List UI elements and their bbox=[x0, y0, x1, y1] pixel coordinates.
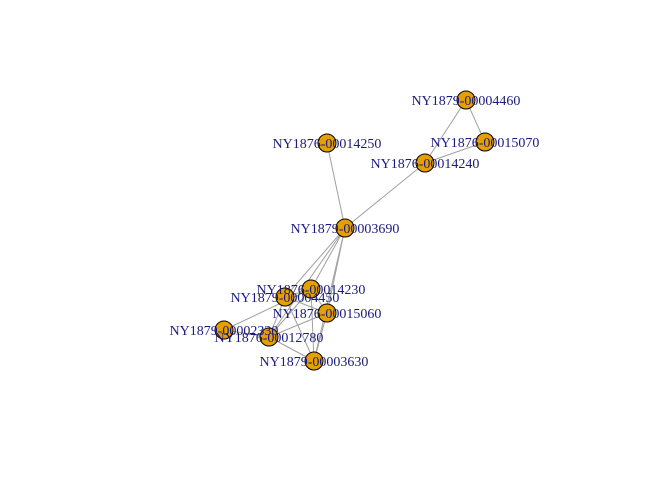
node-label: NY1879-00004460 bbox=[412, 94, 521, 109]
node-label: NY1876-00015070 bbox=[431, 136, 540, 151]
node-label: NY1876-00014230 bbox=[257, 283, 366, 298]
graph-node bbox=[415, 153, 435, 173]
graph-node bbox=[335, 218, 355, 238]
node-label: NY1879-00002330 bbox=[170, 324, 279, 339]
graph-node bbox=[275, 287, 295, 307]
node-label: NY1879-00003690 bbox=[291, 222, 400, 237]
node-label: NY1876-00012780 bbox=[215, 331, 324, 346]
graph-edge bbox=[424, 141, 486, 164]
graph-node bbox=[304, 351, 324, 371]
graph-edge bbox=[310, 288, 315, 362]
graph-edge bbox=[310, 227, 346, 290]
label-layer: NY1879-00004460NY1876-00015070NY1876-000… bbox=[170, 94, 540, 370]
node-label: NY1879-00003630 bbox=[260, 355, 369, 370]
graph-edge bbox=[284, 296, 315, 362]
graph-edge bbox=[268, 288, 312, 338]
node-label: NY1876-00015060 bbox=[273, 307, 382, 322]
graph-edge bbox=[326, 142, 346, 229]
node-label: NY1879-00004450 bbox=[231, 291, 340, 306]
graph-edge bbox=[313, 227, 346, 362]
graph-node bbox=[317, 303, 337, 323]
graph-node bbox=[456, 90, 476, 110]
graph-edge bbox=[424, 99, 467, 164]
graph-node bbox=[214, 320, 234, 340]
graph-edge bbox=[268, 312, 328, 338]
graph-edge bbox=[223, 288, 312, 331]
graph-edge bbox=[284, 227, 346, 298]
node-label: NY1876-00014250 bbox=[273, 137, 382, 152]
graph-node bbox=[317, 133, 337, 153]
graph-node bbox=[475, 132, 495, 152]
graph-node bbox=[301, 279, 321, 299]
graph-edge bbox=[344, 162, 426, 229]
node-layer bbox=[214, 90, 495, 371]
graph-node bbox=[259, 327, 279, 347]
node-label: NY1876-00014240 bbox=[371, 157, 480, 172]
